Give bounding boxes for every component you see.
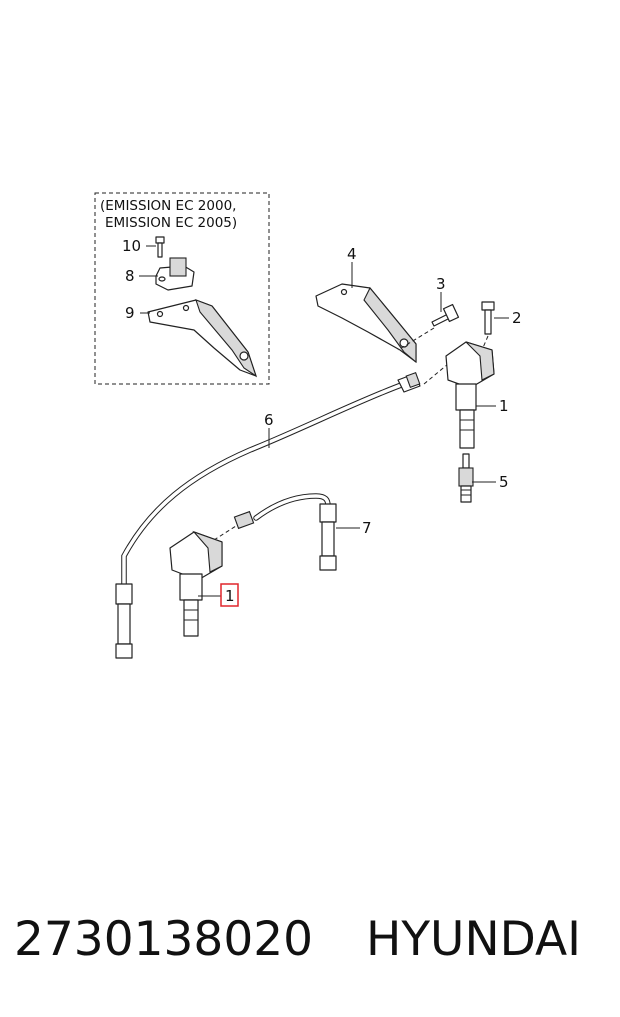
- sensor-8: [155, 257, 195, 291]
- bracket-4: [315, 283, 417, 364]
- callout-1-selected[interactable]: 1: [225, 587, 235, 605]
- callout-1-top[interactable]: 1: [499, 397, 509, 415]
- brand-name: HYUNDAI: [366, 912, 581, 967]
- callout-4[interactable]: 4: [347, 245, 357, 263]
- ignition-parts-diagram: (EMISSION EC 2000, EMISSION EC 2005) 10 …: [94, 192, 522, 659]
- callout-9[interactable]: 9: [125, 304, 135, 322]
- bracket-9: [147, 299, 258, 378]
- callout-6[interactable]: 6: [264, 411, 274, 429]
- callout-8[interactable]: 8: [125, 267, 135, 285]
- part-number: 2730138020: [14, 912, 314, 967]
- callout-5[interactable]: 5: [499, 473, 509, 491]
- variant-note-line2: EMISSION EC 2005): [105, 215, 237, 231]
- selected-callout-box: [220, 583, 239, 607]
- bolt-3: [431, 303, 460, 327]
- ignition-coil-top: [445, 341, 495, 449]
- spark-plug-5: [458, 453, 474, 503]
- bolt-2: [481, 301, 495, 335]
- footer: 2730138020 HYUNDAI: [0, 905, 620, 975]
- callout-3[interactable]: 3: [436, 275, 446, 293]
- callout-2[interactable]: 2: [512, 309, 522, 327]
- ignition-cable-7: [233, 493, 337, 571]
- variant-note-line1: (EMISSION EC 2000,: [100, 198, 236, 214]
- variant-box: [94, 192, 270, 385]
- bolt-10: [155, 236, 165, 258]
- callout-7[interactable]: 7: [362, 519, 372, 537]
- callout-10[interactable]: 10: [122, 237, 141, 255]
- ignition-cable-6: [115, 371, 421, 659]
- ignition-coil-selected[interactable]: [169, 530, 223, 637]
